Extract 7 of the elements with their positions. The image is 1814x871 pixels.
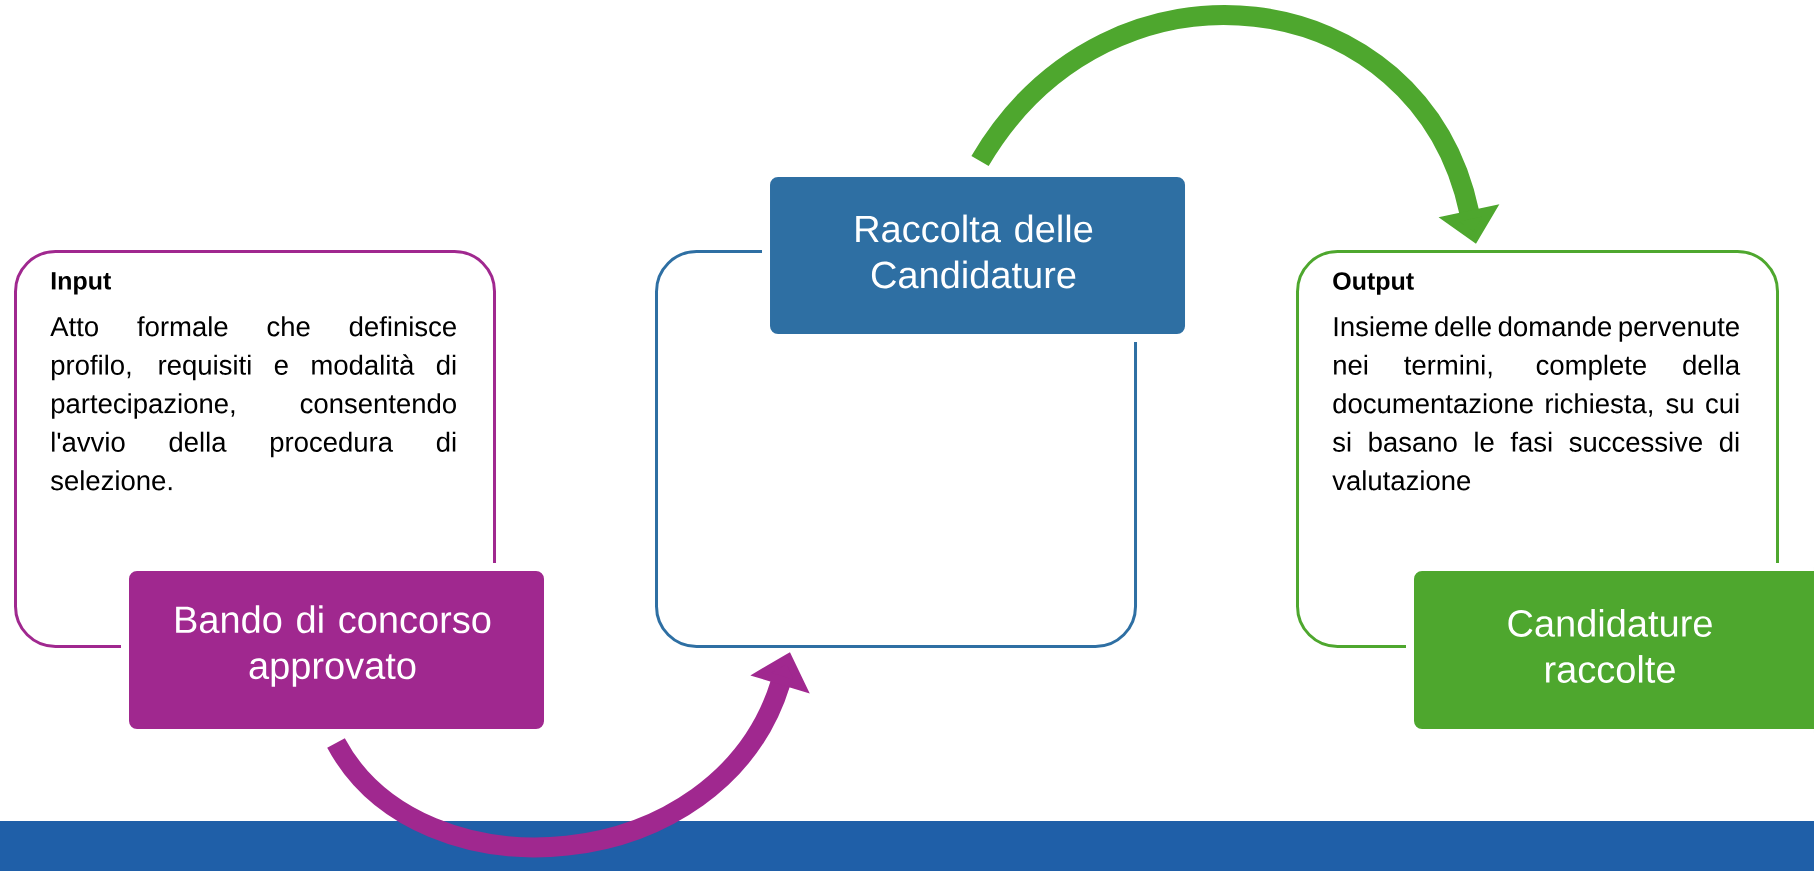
card-heading: Output bbox=[1333, 272, 1414, 295]
process-box: Candidature raccolte bbox=[1406, 563, 1814, 737]
process-box: Bando di concorso approvato bbox=[121, 563, 552, 737]
process-box: Raccolta delle Candidature bbox=[762, 169, 1193, 342]
card-text: Atto formale che definisce profilo, requisiti e modalità di partecipazione, consentendo l'avvio della procedura di selezione. bbox=[50, 316, 456, 491]
card-heading: Input bbox=[51, 272, 111, 295]
card-text: Insieme delle domande pervenute nei termini, complete della documentazione richiesta, su cui si basano le fasi successive di valutazione bbox=[1332, 316, 1741, 491]
